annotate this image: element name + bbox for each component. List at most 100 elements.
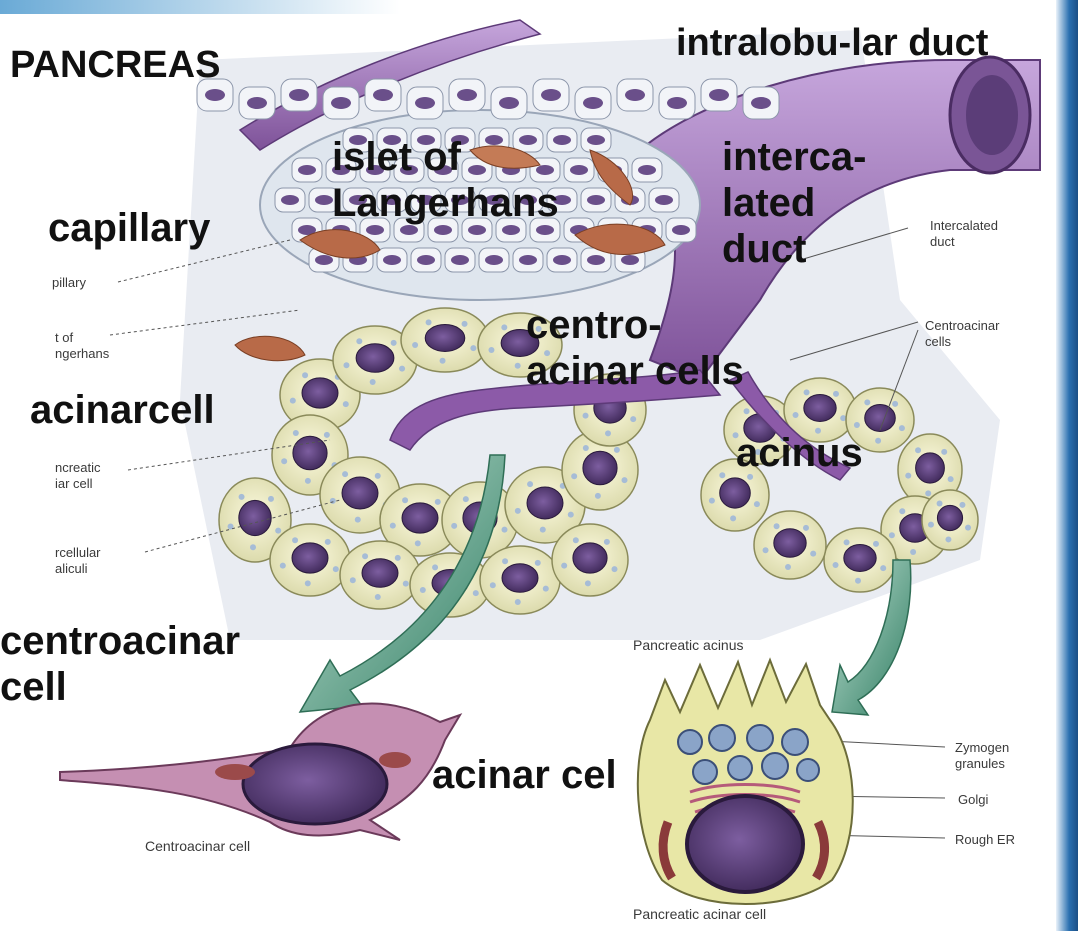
label-centroacinar-cells: centro- acinar cells (526, 302, 744, 394)
islet-cell-nucleus (434, 225, 452, 235)
granule (281, 458, 287, 464)
granule (515, 599, 521, 605)
zymogen-granule (709, 725, 735, 751)
islet-cell-nucleus (485, 255, 503, 265)
granule (515, 508, 521, 514)
label-centroacinar-cell: centroacinar cell (0, 618, 240, 710)
granule (730, 515, 736, 521)
islet-cell-nucleus (553, 255, 571, 265)
islet-cell-nucleus (502, 225, 520, 235)
granule (774, 523, 780, 529)
granule (250, 544, 256, 550)
top-cell-nucleus (415, 97, 435, 109)
islet-cell-nucleus (587, 255, 605, 265)
acinar-nucleus (356, 344, 394, 373)
granule (604, 539, 610, 545)
granule (622, 477, 628, 483)
granule (375, 594, 381, 600)
granule (561, 563, 567, 569)
granule (595, 493, 601, 499)
acinar-nucleus (774, 529, 806, 558)
zymogen-granule (782, 729, 808, 755)
caption-centroacinar-cell: Centroacinar cell (145, 838, 250, 854)
granule (343, 362, 349, 368)
granule (854, 422, 860, 428)
islet-cell-nucleus (468, 225, 486, 235)
granule (375, 473, 381, 479)
granule (928, 522, 934, 528)
centroacinar-organelle-1 (215, 764, 255, 780)
islet-cell-nucleus (519, 255, 537, 265)
granule (864, 399, 870, 405)
book-label-capillary: pillary (52, 275, 86, 291)
zymogen-granule (728, 756, 752, 780)
acinar-nucleus (425, 325, 465, 352)
top-cell-nucleus (709, 89, 729, 101)
granule (889, 532, 895, 538)
label-intralobular-duct: intralobu-lar duct (676, 20, 988, 66)
granule (614, 447, 620, 453)
granule (268, 496, 274, 502)
granule (905, 473, 911, 479)
granule (420, 587, 426, 593)
islet-cell-nucleus (417, 255, 435, 265)
acinar-nucleus (292, 543, 328, 573)
islet-cell-nucleus (587, 195, 605, 205)
granule (325, 539, 331, 545)
zymogen-granule (797, 759, 819, 781)
label-pancreas: PANCREAS (10, 42, 220, 88)
granule (330, 498, 336, 504)
islet-cell-nucleus (451, 255, 469, 265)
granule (959, 502, 965, 508)
granule (370, 379, 376, 385)
granule (948, 476, 954, 482)
acinar-nucleus (937, 505, 962, 530)
granule (342, 471, 348, 477)
top-cell-nucleus (205, 89, 225, 101)
granule (804, 389, 810, 395)
granule (605, 430, 611, 436)
book-label-islet: t of ngerhans (55, 330, 109, 362)
acinar-nucleus (865, 405, 896, 432)
caption-pancreatic-acinus: Pancreatic acinus (633, 637, 744, 653)
granule (535, 560, 541, 566)
book-label-rough-er: Rough ER (955, 832, 1015, 848)
islet-cell-nucleus (672, 225, 690, 235)
granule (390, 523, 396, 529)
top-cell-nucleus (331, 97, 351, 109)
granule (754, 501, 760, 507)
duct-lumen-inner (966, 75, 1018, 155)
centroacinar-nucleus (243, 744, 387, 824)
acinar-nucleus (804, 395, 836, 422)
zymogen-granule (693, 760, 717, 784)
granule (333, 566, 339, 572)
granule (470, 345, 476, 351)
book-label-centroacinar-cells: Centroacinar cells (925, 318, 999, 350)
granule (833, 562, 839, 568)
granule (583, 413, 589, 419)
granule (965, 525, 971, 531)
granule (875, 438, 881, 444)
granule (763, 547, 769, 553)
label-intercalated-duct: interca- lated duct (722, 134, 867, 272)
granule (583, 445, 589, 451)
granule (915, 447, 921, 453)
book-label-intercalated-duct: Intercalated duct (930, 218, 998, 250)
islet-cell-nucleus (655, 195, 673, 205)
top-cell-nucleus (373, 89, 393, 101)
granule (356, 338, 362, 344)
granule (350, 577, 356, 583)
granule (440, 358, 446, 364)
granule (305, 478, 311, 484)
granule (305, 580, 311, 586)
acinar-nucleus (720, 478, 751, 508)
granule (280, 563, 286, 569)
acinar-nucleus (293, 436, 327, 470)
granule (910, 549, 916, 555)
islet-cell-nucleus (383, 255, 401, 265)
granule (803, 525, 809, 531)
book-label-acinar-cell: ncreatic iar cell (55, 460, 101, 492)
granule (462, 321, 468, 327)
islet-cell-nucleus (621, 255, 639, 265)
